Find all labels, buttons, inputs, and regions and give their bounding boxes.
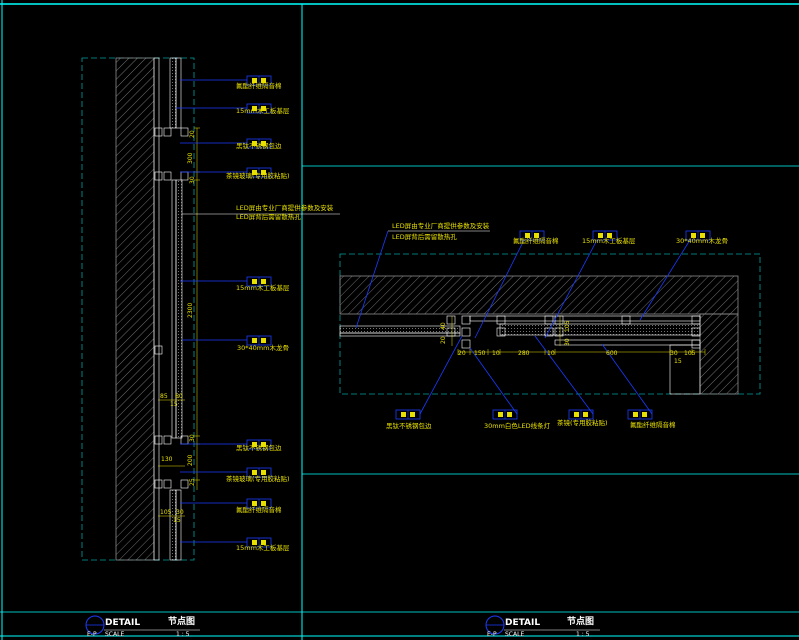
right-label: LED屏由专业厂商提供参数及安装 — [392, 221, 490, 230]
material-tag-icon — [246, 498, 272, 509]
leader-line — [601, 343, 653, 415]
dim-text: 15 — [170, 401, 178, 408]
left-label: 氟酯纤维隔音棉 — [236, 81, 282, 90]
scale-value: 1 : 5 — [176, 631, 190, 638]
left-labels: 氟酯纤维隔音棉 15mm木工板基层 黑钛不锈钢包边 茶镜玻璃(专用胶粘贴) LE… — [226, 81, 334, 552]
right-title-block: DETAIL 节点图 E-P SCALE 1 : 5 — [485, 615, 600, 638]
material-tag-icon — [246, 276, 272, 287]
dim-text: 85 — [160, 393, 168, 400]
left-label: 茶镜玻璃(专用胶粘贴) — [226, 474, 290, 483]
right-leaders — [355, 230, 711, 420]
right-dimensions: 20 150 10 280 10 600 30 105 15 40 20 105… — [440, 320, 696, 365]
dim-text: 15 — [173, 517, 181, 524]
dim-text: 30 — [564, 338, 571, 346]
left-label: 15mm木工板基层 — [236, 543, 290, 552]
right-label: LED屏背后需留散热孔 — [392, 232, 457, 241]
leader-line — [469, 347, 518, 415]
material-tag-icon — [519, 230, 545, 241]
right-label: 30*40mm木龙骨 — [676, 236, 728, 245]
title-code: E-P — [487, 631, 497, 638]
title-name: 节点图 — [567, 615, 594, 627]
leader-line — [639, 239, 691, 321]
right-label: 15mm木工板基层 — [582, 236, 636, 245]
material-tag-icon — [246, 467, 272, 478]
scale-label: SCALE — [505, 631, 524, 638]
material-tag-icon — [246, 167, 272, 178]
dim-text: 200 — [187, 454, 194, 466]
right-label: 氟酯纤维隔音棉 — [630, 420, 676, 429]
right-label: 氟酯纤维隔音棉 — [513, 236, 559, 245]
dim-text: 30 — [176, 509, 184, 516]
dim-text: 30 — [189, 434, 196, 442]
dim-text: 60 — [175, 393, 183, 400]
material-tag-icon — [592, 230, 618, 241]
left-label: 15mm木工板基层 — [236, 106, 290, 115]
left-label: 茶镜玻璃(专用胶粘贴) — [226, 171, 290, 180]
left-dimensions: 20 300 30 2300 85 60 15 30 130 200 25 10… — [160, 130, 196, 524]
material-tag-icon — [568, 409, 594, 420]
left-label: 30*40mm木龙骨 — [237, 343, 289, 352]
left-label: LED屏由专业厂商提供参数及安装 — [236, 203, 334, 212]
dim-text: 280 — [518, 350, 530, 357]
dim-text: 10 — [492, 350, 500, 357]
right-label: 茶镜(专用胶粘贴) — [557, 418, 608, 427]
leader-line — [419, 335, 463, 415]
material-tag-icon — [246, 138, 272, 149]
leader-line — [534, 335, 594, 415]
left-leaders — [176, 75, 340, 548]
material-tag-icon — [246, 537, 272, 548]
right-section — [339, 253, 761, 395]
title-main: DETAIL — [105, 618, 140, 628]
dim-text: 2300 — [187, 303, 194, 318]
leader-line — [474, 239, 525, 339]
left-label: 15mm木工板基层 — [236, 283, 290, 292]
dim-text: 300 — [187, 152, 194, 164]
material-tag-icon — [627, 409, 653, 420]
leader-line — [544, 239, 598, 339]
left-label: 氟酯纤维隔音棉 — [236, 505, 282, 514]
title-name: 节点图 — [168, 615, 195, 627]
material-tag-icon — [395, 409, 421, 420]
left-section — [81, 57, 200, 561]
left-title-block: DETAIL 节点图 E-P SCALE 1 : 5 — [85, 615, 200, 638]
material-tag-icon — [246, 103, 272, 114]
dim-text: 105 — [160, 509, 172, 516]
dim-text: 30 — [670, 350, 678, 357]
dim-text: 130 — [161, 456, 173, 463]
dim-text: 150 — [474, 350, 486, 357]
right-label: 黑钛不锈钢包边 — [386, 421, 432, 430]
material-tag-icon — [246, 75, 272, 86]
dim-text: 105 — [684, 350, 696, 357]
scale-value: 1 : 5 — [576, 631, 590, 638]
dim-text: 105 — [564, 320, 571, 332]
dim-text: 30 — [189, 176, 196, 184]
material-tag-icon — [685, 230, 711, 241]
right-labels: LED屏由专业厂商提供参数及安装 LED屏背后需留散热孔 氟酯纤维隔音棉 15m… — [386, 221, 728, 430]
material-tag-icon — [492, 409, 518, 420]
dim-text: 10 — [547, 350, 555, 357]
right-label: 30mm白色LED线条灯 — [484, 421, 551, 430]
left-label: LED屏背后需留散热孔 — [236, 212, 301, 221]
left-label: 黑钛不锈钢包边 — [236, 141, 282, 150]
dim-text: 600 — [606, 350, 618, 357]
title-main: DETAIL — [505, 618, 540, 628]
dim-text: 20 — [189, 130, 196, 138]
dim-text: 20 — [458, 350, 466, 357]
dim-text: 25 — [189, 478, 196, 486]
title-code: E-P — [87, 631, 97, 638]
scale-label: SCALE — [105, 631, 124, 638]
material-tag-icon — [246, 439, 272, 450]
dim-text: 15 — [674, 358, 682, 365]
dim-text: 40 — [440, 322, 447, 330]
left-label: 黑钛不锈钢包边 — [236, 443, 282, 452]
material-tag-icon — [246, 335, 272, 346]
dim-text: 20 — [440, 336, 447, 344]
leader-line — [355, 230, 389, 329]
